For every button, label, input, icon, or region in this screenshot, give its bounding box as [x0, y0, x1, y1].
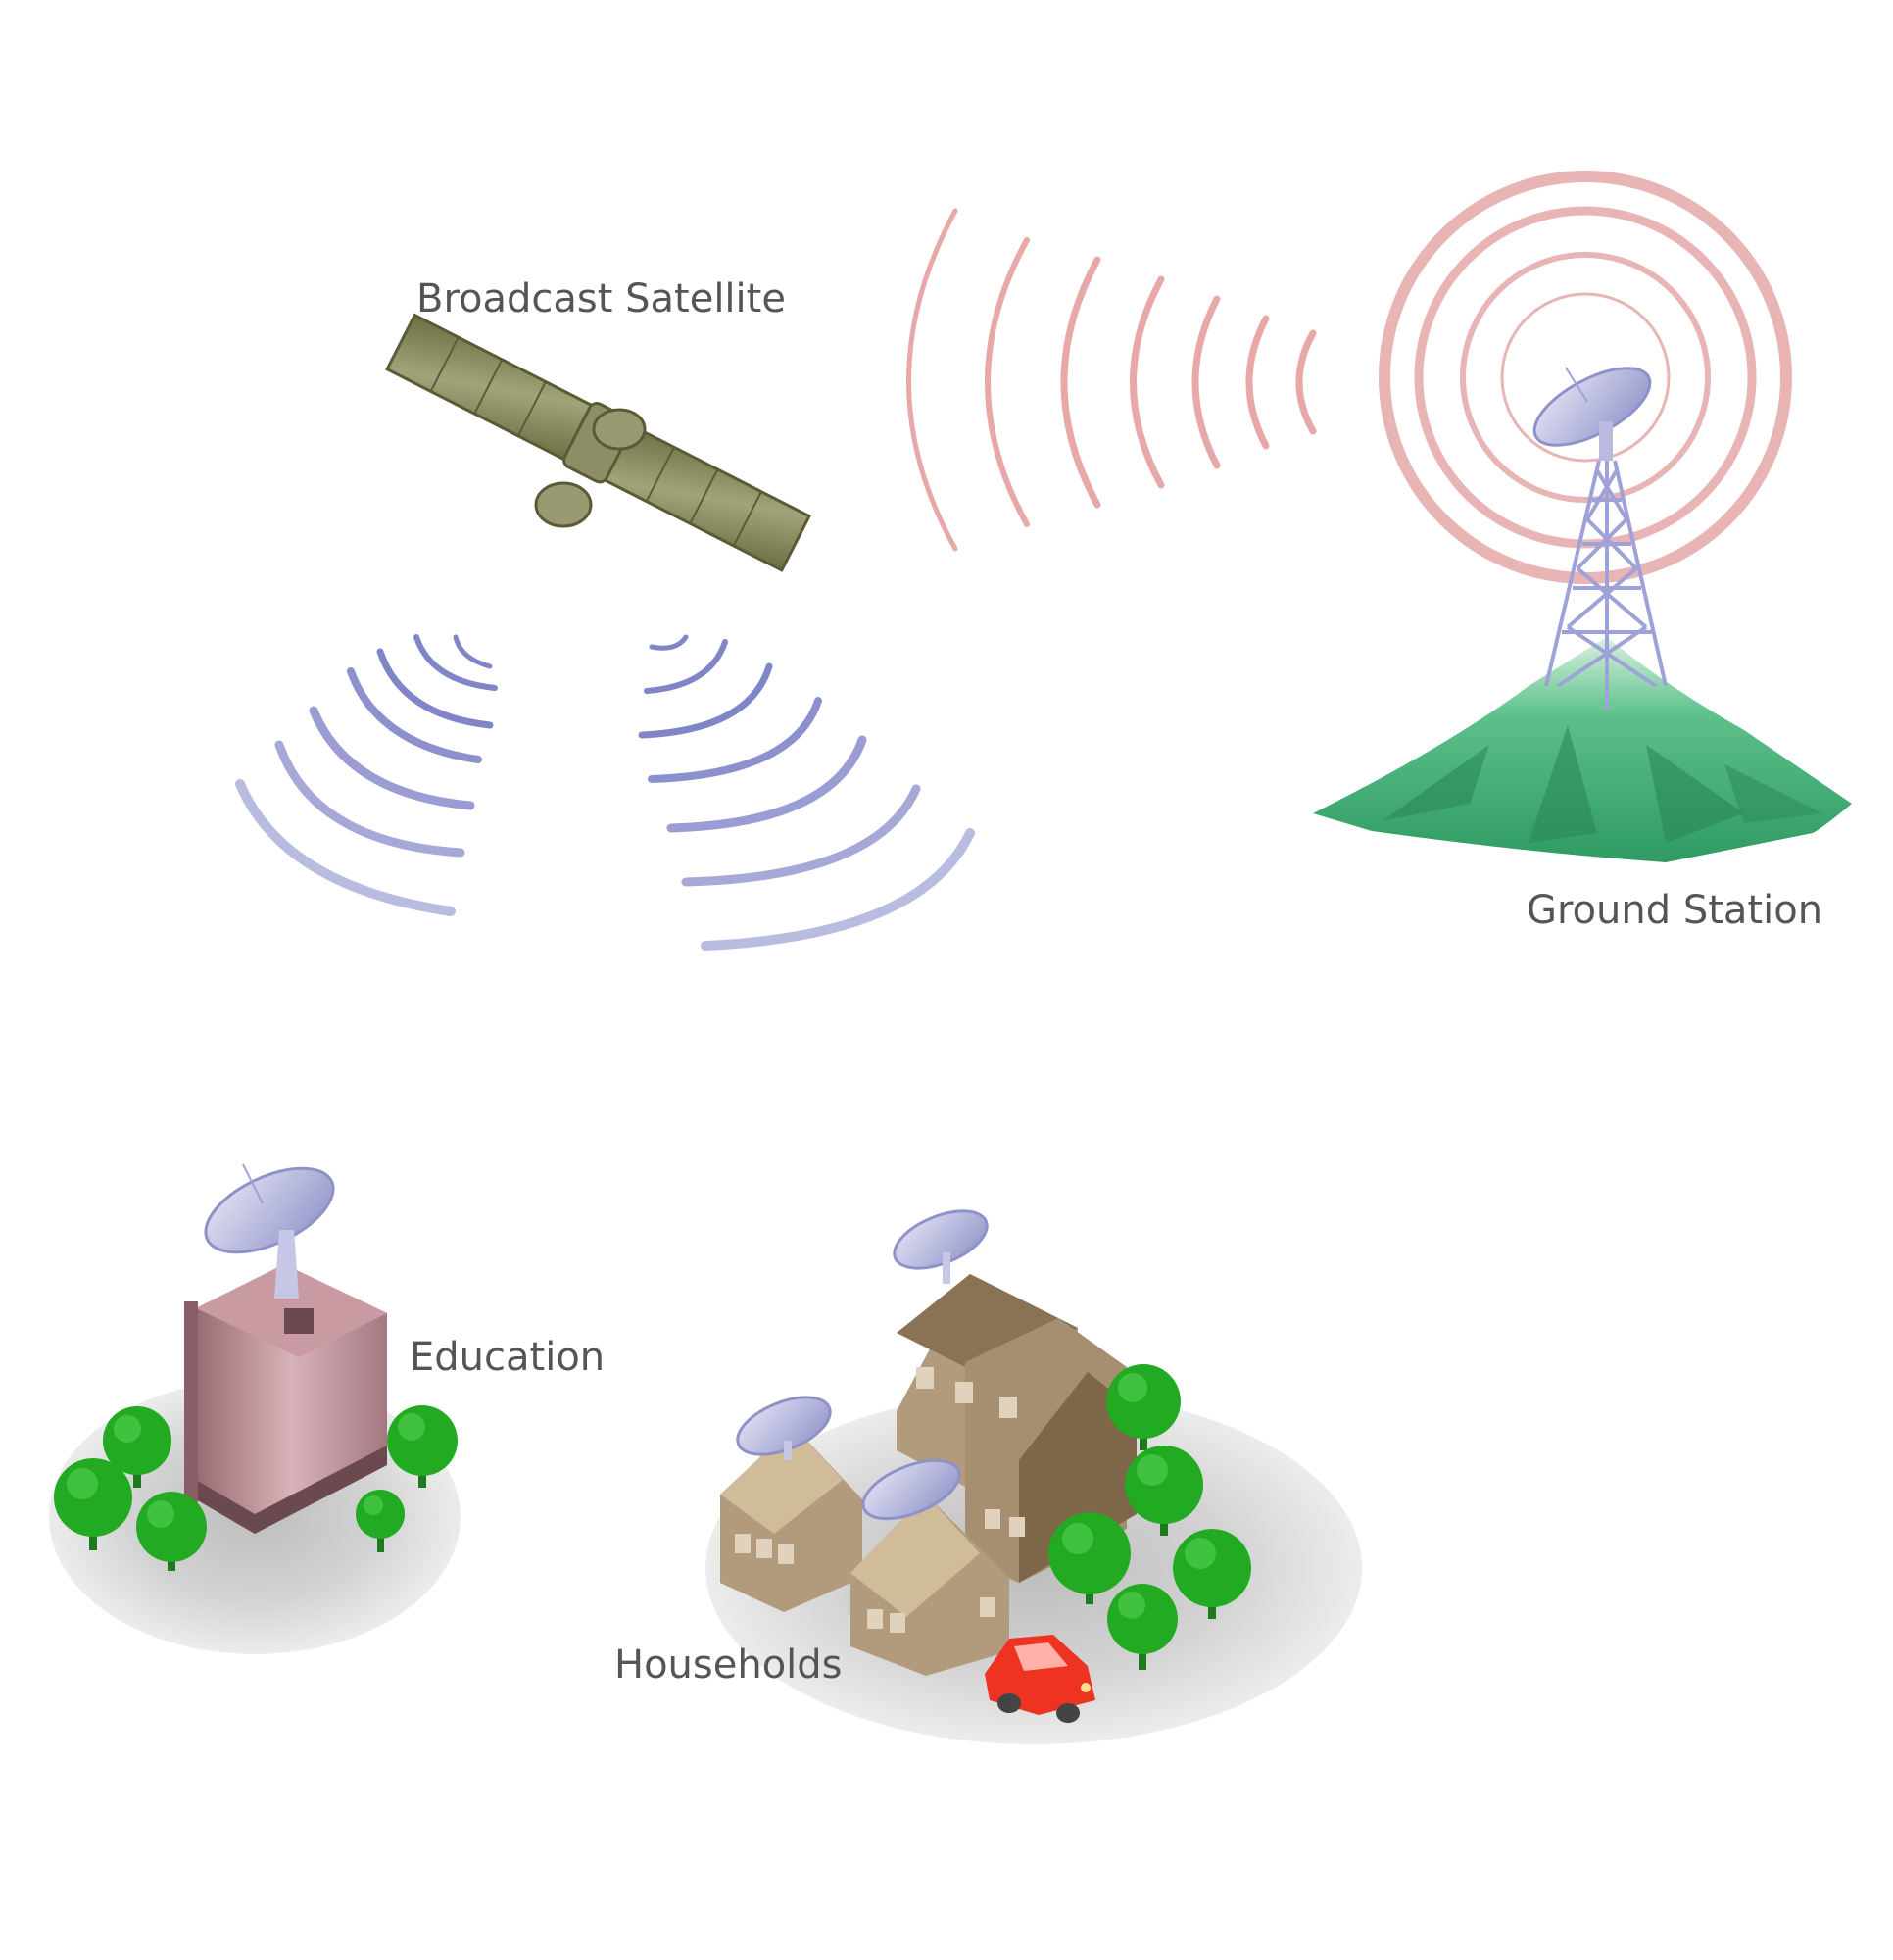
education-label: Education [410, 1335, 605, 1380]
uplink-signal-waves [906, 208, 1317, 552]
tree-icon [54, 1458, 132, 1550]
satellite-icon [385, 313, 812, 572]
downlink-signal-waves [235, 634, 975, 951]
education-site [49, 1163, 461, 1654]
ground-station-label: Ground Station [1527, 888, 1822, 933]
antenna-tower-icon [1544, 460, 1668, 710]
education-dish-icon [204, 1163, 335, 1298]
satellite-label: Broadcast Satellite [416, 276, 786, 321]
household-dish-icon [861, 1458, 961, 1521]
mountain [1313, 637, 1852, 862]
tree-icon [1107, 1584, 1178, 1670]
household-dish-icon [893, 1209, 989, 1284]
households-site [705, 1209, 1362, 1744]
tree-icon [387, 1405, 458, 1488]
tree-icon [136, 1492, 207, 1571]
tree-icon [1125, 1446, 1203, 1536]
school-building-icon [184, 1264, 387, 1534]
tree-icon [103, 1406, 171, 1488]
tree-icon [1048, 1512, 1131, 1604]
tree-icon [1106, 1364, 1181, 1450]
households-label: Households [614, 1642, 843, 1688]
tree-icon [356, 1490, 405, 1552]
houses-icon [720, 1274, 1137, 1676]
ground-station-dish-icon [1532, 367, 1652, 461]
tree-icon [1173, 1529, 1251, 1619]
household-dish-icon [736, 1396, 832, 1460]
car-icon [985, 1635, 1095, 1723]
